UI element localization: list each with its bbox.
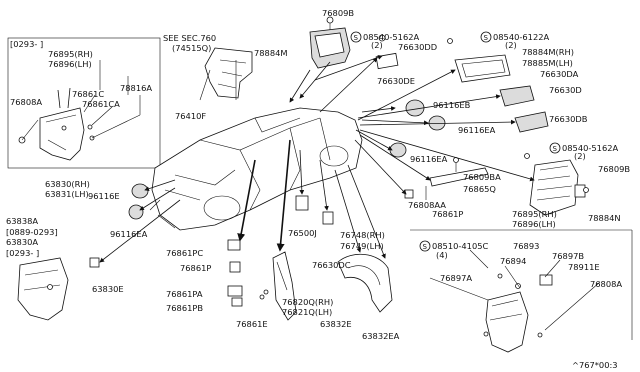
- callout-label: 08510-4105C: [432, 241, 489, 251]
- svg-text:S: S: [484, 34, 489, 42]
- label: 76820Q(RH): [282, 297, 333, 307]
- label: 76895(RH): [512, 209, 557, 219]
- label: 96116EA: [410, 154, 448, 164]
- label: 76809B: [598, 164, 630, 174]
- label: 76821Q(LH): [282, 307, 332, 317]
- callout-labels: 76809B 08540-5162A (2) 08540-6122A (2) 0…: [322, 8, 619, 260]
- label: 76630D: [549, 85, 582, 95]
- wheel-liner-part: [337, 254, 393, 313]
- label: 78884M: [254, 48, 288, 58]
- callout-label: 76809B: [322, 8, 354, 18]
- label: [0293- ]: [10, 39, 43, 49]
- fender-protector-part: [263, 251, 297, 321]
- label: 63831(LH): [45, 189, 89, 199]
- label: 76630DC: [312, 260, 351, 270]
- inset-mudguard-part: [18, 87, 141, 161]
- label: 76808A: [590, 279, 622, 289]
- bracket-74515q-part: [199, 47, 253, 101]
- label: 63832E: [320, 319, 352, 329]
- label: 76896(LH): [48, 59, 92, 69]
- label: 76893: [513, 241, 539, 251]
- tail-lamp-part: [529, 159, 589, 216]
- label: 76630DA: [540, 69, 579, 79]
- label: (74515Q): [172, 43, 211, 53]
- label: 78884M(RH): [522, 47, 574, 57]
- small-trim-parts: [128, 183, 334, 307]
- label: 76809BA: [463, 172, 501, 182]
- label: ^767*00:3: [572, 360, 618, 370]
- label: 76861PB: [166, 303, 203, 313]
- mudguard-inset-box: [7, 37, 161, 169]
- callout-label: (2): [371, 40, 383, 50]
- label: 96116EA: [458, 125, 496, 135]
- part-labels: [0293- ] 76895(RH) 76896(LH) 76861C 7881…: [6, 33, 630, 370]
- right-lower-inset-box: [410, 229, 633, 340]
- label: 78885M(LH): [522, 58, 573, 68]
- label: 78911E: [568, 262, 600, 272]
- label: 76748(RH): [340, 230, 385, 240]
- label: 76749(LH): [340, 241, 384, 251]
- label: 76410F: [175, 111, 206, 121]
- label: 63832EA: [362, 331, 400, 341]
- label: 76808AA: [408, 200, 446, 210]
- label: 76895(RH): [48, 49, 93, 59]
- car-body: [149, 107, 363, 231]
- label: 76630DB: [549, 114, 588, 124]
- label: 78884N: [588, 213, 621, 223]
- leader-lines: [99, 55, 601, 331]
- label: 63838A: [6, 216, 38, 226]
- callout-label: (4): [436, 250, 448, 260]
- label: 76808A: [10, 97, 42, 107]
- svg-text:S: S: [553, 145, 558, 153]
- label: [0889-0293]: [6, 227, 58, 237]
- label: 76865Q: [463, 184, 496, 194]
- right-mudguard-part: [483, 273, 553, 353]
- callout-label: 08540-5162A: [363, 32, 420, 42]
- label: 76861C: [72, 89, 104, 99]
- callout-label: 08540-5162A: [562, 143, 619, 153]
- label: 76897A: [440, 273, 472, 283]
- upper-right-parts: [375, 34, 549, 159]
- callout-label: (2): [505, 40, 517, 50]
- svg-text:S: S: [423, 243, 428, 251]
- label: 76861CA: [82, 99, 120, 109]
- label: 76897B: [552, 251, 584, 261]
- callout-marks: S S S S: [350, 31, 561, 252]
- label: 76861PA: [166, 289, 203, 299]
- left-mudguard-part: [17, 257, 100, 321]
- label: 76896(LH): [512, 219, 556, 229]
- callout-label: (2): [574, 151, 586, 161]
- label: [0293- ]: [6, 248, 39, 258]
- svg-text:S: S: [354, 34, 359, 42]
- label: 76630DD: [398, 42, 437, 52]
- callout-label: 08540-6122A: [493, 32, 550, 42]
- label: 78816A: [120, 83, 152, 93]
- label: 96116EA: [110, 229, 148, 239]
- label: 96116E: [88, 191, 120, 201]
- label: 76630DE: [377, 76, 415, 86]
- label: 63830E: [92, 284, 124, 294]
- label: 63830A: [6, 237, 38, 247]
- label: 63830(RH): [45, 179, 90, 189]
- label: 76500J: [288, 228, 317, 238]
- label: 76861P: [432, 209, 463, 219]
- label: SEE SEC.760: [163, 33, 216, 43]
- box-78884m-part: [309, 16, 351, 69]
- label: 96116EB: [433, 100, 471, 110]
- label: 76861PC: [166, 248, 203, 258]
- label: 76861E: [236, 319, 268, 329]
- label: 76894: [500, 256, 526, 266]
- label: 76861P: [180, 263, 211, 273]
